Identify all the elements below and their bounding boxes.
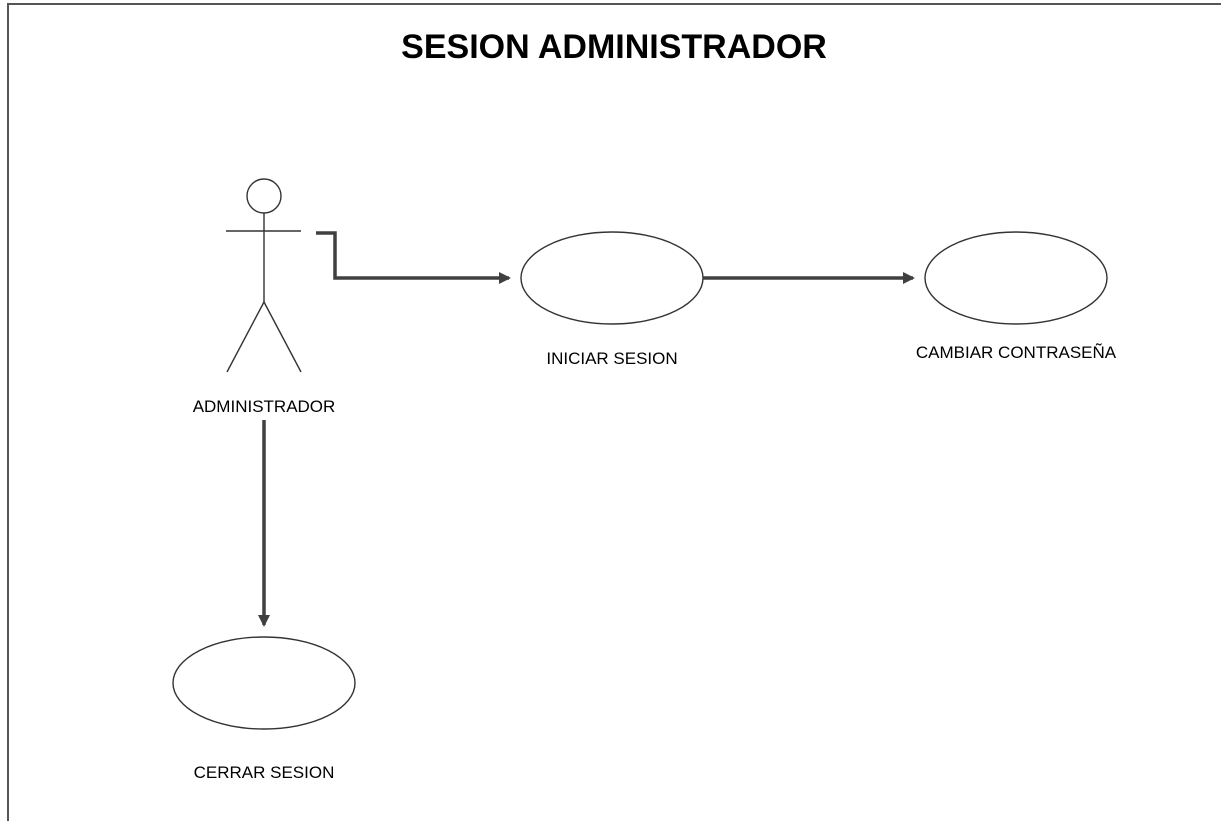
use-case-label-iniciar-sesion: INICIAR SESION bbox=[546, 349, 677, 368]
actor-right-leg bbox=[263, 301, 302, 373]
diagram-title: SESION ADMINISTRADOR bbox=[401, 28, 827, 66]
actor-administrador bbox=[226, 178, 302, 373]
use-case-cambiar-contrasena bbox=[924, 231, 1108, 325]
arrow-actor-to-iniciar-sesion bbox=[316, 231, 511, 284]
use-case-label-cerrar-sesion: CERRAR SESION bbox=[194, 763, 335, 782]
diagram-frame bbox=[7, 3, 1221, 821]
use-case-iniciar-sesion bbox=[520, 231, 704, 325]
use-case-label-cambiar-contrasena: CAMBIAR CONTRASEÑA bbox=[916, 343, 1117, 362]
actor-left-leg bbox=[226, 301, 265, 373]
use-case-cerrar-sesion bbox=[172, 636, 356, 730]
actor-head bbox=[246, 178, 282, 214]
actor-label: ADMINISTRADOR bbox=[193, 397, 336, 416]
